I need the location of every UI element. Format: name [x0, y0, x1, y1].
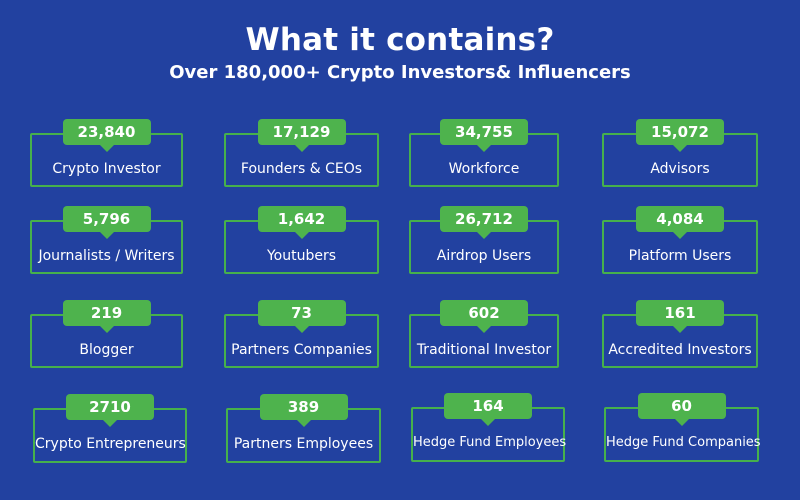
stat-card-partners-employees: 389 Partners Employees [226, 394, 381, 463]
stat-count-badge: 60 [637, 393, 726, 426]
stat-count-badge: 73 [257, 300, 346, 333]
stat-card-blogger: 219 Blogger [30, 300, 183, 368]
stat-count-badge: 4,084 [636, 206, 724, 239]
stat-card-crypto-investor: 23,840 Crypto Investor [30, 119, 183, 187]
stat-count-badge: 161 [636, 300, 724, 333]
stat-count-badge: 5,796 [62, 206, 151, 239]
stat-label: Advisors [650, 161, 710, 177]
stat-card-youtubers: 1,642 Youtubers [224, 206, 379, 274]
stat-count-badge: 23,840 [62, 119, 151, 152]
stat-label: Partners Companies [231, 342, 372, 358]
stat-card-airdrop-users: 26,712 Airdrop Users [409, 206, 559, 274]
stat-label: Hedge Fund Employees [413, 435, 567, 450]
stat-label: Workforce [448, 161, 520, 177]
stat-label: Founders & CEOs [240, 161, 363, 177]
stat-label: Youtubers [266, 248, 337, 264]
stat-label: Hedge Fund Companies [606, 435, 761, 450]
stat-card-traditional-investor: 602 Traditional Investor [409, 300, 559, 368]
stat-label: Traditional Investor [416, 342, 552, 358]
stat-card-accredited-investors: 161 Accredited Investors [602, 300, 758, 368]
stat-card-crypto-entrepreneurs: 2710 Crypto Entrepreneurs [33, 394, 187, 463]
stat-count-badge: 1,642 [257, 206, 346, 239]
stat-card-journalists-writers: 5,796 Journalists / Writers [30, 206, 183, 274]
stat-count-badge: 2710 [66, 394, 154, 427]
stat-card-hedge-fund-employees: 164 Hedge Fund Employees [411, 393, 567, 462]
stat-count-badge: 602 [440, 300, 528, 333]
stat-label: Accredited Investors [608, 342, 752, 358]
stat-count-badge: 389 [259, 394, 348, 427]
stat-card-founders-ceos: 17,129 Founders & CEOs [224, 119, 379, 187]
stat-card-advisors: 15,072 Advisors [602, 119, 758, 187]
stat-label: Partners Employees [233, 436, 374, 452]
stat-label: Blogger [79, 342, 134, 358]
stat-label: Crypto Entrepreneurs [35, 436, 186, 452]
stat-count-badge: 34,755 [440, 119, 528, 152]
stat-card-platform-users: 4,084 Platform Users [602, 206, 758, 274]
stat-count-badge: 17,129 [257, 119, 346, 152]
page-subtitle: Over 180,000+ Crypto Investors& Influenc… [169, 62, 631, 83]
stat-label: Journalists / Writers [38, 248, 175, 264]
stat-count-badge: 219 [62, 300, 151, 333]
stat-count-badge: 164 [444, 393, 532, 426]
stat-label: Crypto Investor [52, 161, 161, 177]
stat-count-badge: 15,072 [636, 119, 724, 152]
stat-label: Platform Users [628, 248, 732, 264]
page-title: What it contains? [245, 22, 555, 58]
stat-label: Airdrop Users [436, 248, 532, 264]
stat-card-workforce: 34,755 Workforce [409, 119, 559, 187]
stat-card-partners-companies: 73 Partners Companies [224, 300, 379, 368]
stat-card-hedge-fund-companies: 60 Hedge Fund Companies [604, 393, 761, 462]
stat-count-badge: 26,712 [440, 206, 528, 239]
